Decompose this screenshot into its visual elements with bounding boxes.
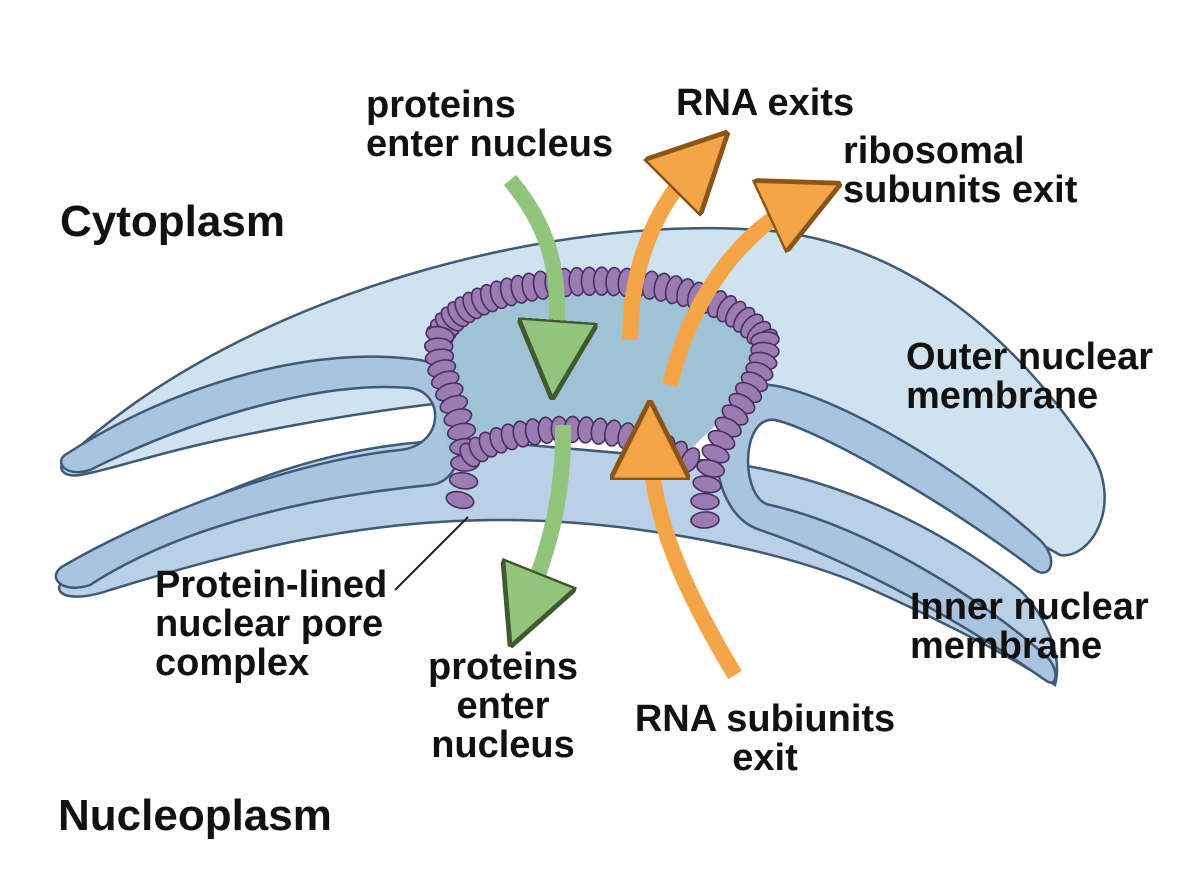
label-line: enter <box>456 684 550 727</box>
pore-protein-bead <box>448 471 479 490</box>
proteins-enter-label-bottom: proteins enter nucleus <box>408 648 598 764</box>
label-line: proteins <box>428 646 578 688</box>
label-line: RNA subiunits <box>634 698 896 740</box>
label-line: membrane <box>910 624 1103 667</box>
label-line: proteins <box>366 84 516 126</box>
label-line: complex <box>155 641 310 684</box>
label-line: nucleus <box>431 723 575 766</box>
pore-protein-bead <box>692 475 722 494</box>
pore-protein-bead <box>690 492 720 511</box>
pore-complex-label: Protein-lined nuclear pore complex <box>155 566 387 682</box>
protein-import-arrow-top <box>503 174 557 360</box>
nucleoplasm-label: Nucleoplasm <box>58 791 332 840</box>
rna-subunits-label: RNA subiunits exit <box>620 700 910 778</box>
pore-complex-pointer <box>394 516 469 591</box>
protein-import-arrow-bottom <box>525 424 563 610</box>
label-line: ribosomal <box>843 130 1025 172</box>
proteins-enter-label-top: proteins enter nucleus <box>366 86 613 164</box>
rna-exits-label: RNA exits <box>676 82 855 124</box>
label-line: exit <box>732 736 798 779</box>
rna-export-arrow <box>622 160 700 341</box>
label-line: nuclear pore <box>155 602 384 645</box>
rna-subunits-export-arrow <box>650 440 742 680</box>
pore-protein-bead <box>445 490 475 510</box>
label-line: Protein-lined <box>155 564 388 606</box>
label-line: enter nucleus <box>366 122 614 165</box>
ribosomal-export-arrow <box>662 200 805 387</box>
label-line: membrane <box>906 374 1099 417</box>
left-membrane-fold <box>54 355 465 589</box>
label-line: subunits exit <box>843 168 1078 211</box>
ribosomal-subunits-label: ribosomal subunits exit <box>843 132 1077 210</box>
cytoplasm-label: Cytoplasm <box>60 197 285 246</box>
outer-membrane-label: Outer nuclear membrane <box>906 338 1153 416</box>
label-line: Inner nuclear <box>910 586 1149 628</box>
label-line: Outer nuclear <box>906 336 1154 378</box>
right-membrane-fold <box>715 383 1057 684</box>
pore-protein-bead <box>690 511 720 529</box>
inner-membrane-label: Inner nuclear membrane <box>910 588 1149 666</box>
